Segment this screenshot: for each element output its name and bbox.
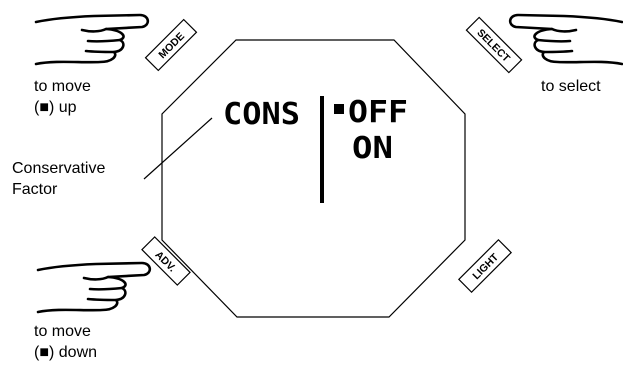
hand-pointer-icon bbox=[36, 15, 148, 64]
option-off[interactable]: OFF bbox=[348, 95, 408, 130]
display-divider bbox=[320, 96, 324, 203]
option-on[interactable]: ON bbox=[352, 131, 393, 166]
mode-button[interactable]: MODE bbox=[146, 20, 197, 71]
adv-label-line1: to move bbox=[34, 322, 91, 342]
adv-label-line2: (■) down bbox=[34, 343, 97, 363]
watch-face-outline bbox=[162, 40, 465, 317]
callout-label-line1: Conservative bbox=[12, 159, 105, 179]
mode-label-line2: (■) up bbox=[34, 98, 77, 118]
hand-pointer-icon bbox=[510, 15, 622, 64]
setting-name: CONS bbox=[223, 97, 300, 132]
light-button[interactable]: LIGHT bbox=[459, 240, 511, 292]
callout-label-line2: Factor bbox=[12, 180, 57, 200]
hand-pointer-icon bbox=[38, 263, 150, 312]
selection-marker bbox=[334, 104, 344, 114]
select-label: to select bbox=[541, 77, 601, 97]
mode-label-line1: to move bbox=[34, 77, 91, 97]
